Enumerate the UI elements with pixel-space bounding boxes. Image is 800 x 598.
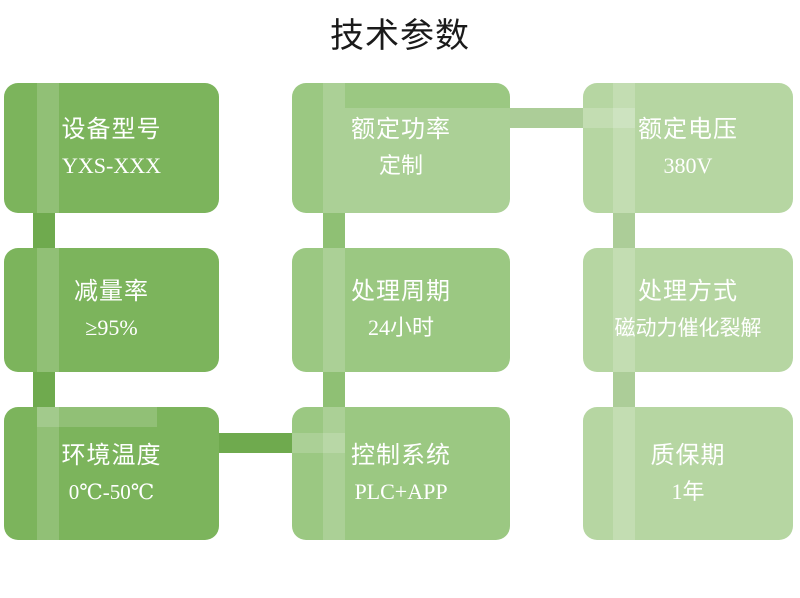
card-label: 质保期 [650, 442, 726, 469]
card-rated-power[interactable]: 额定功率 定制 [292, 83, 510, 213]
card-overlay-bar [323, 407, 345, 540]
card-label: 额定电压 [638, 117, 738, 143]
page-title: 技术参数 [330, 18, 470, 55]
card-overlay-panel [345, 108, 510, 213]
card-value: 定制 [378, 153, 423, 178]
card-overlay-bar [37, 248, 59, 372]
card-label: 环境温度 [61, 442, 162, 469]
card-value: YXS-XXX [62, 153, 161, 178]
card-overlay-panel [37, 407, 157, 427]
card-label: 设备型号 [61, 117, 162, 143]
card-overlay-bar [37, 407, 59, 540]
card-label: 减量率 [74, 279, 149, 305]
card-value: PLC+APP [354, 478, 448, 504]
card-control-system[interactable]: 控制系统 PLC+APP [292, 407, 510, 540]
card-overlay-bar [613, 248, 635, 372]
card-warranty-period[interactable]: 质保期 1年 [583, 407, 793, 540]
card-label: 处理周期 [351, 279, 451, 305]
card-overlay-bar [37, 83, 59, 213]
card-value: 0℃-50℃ [68, 479, 155, 504]
card-overlay-panel [583, 108, 635, 128]
card-value: ≥95% [85, 315, 138, 340]
connector-row3-col1-col2 [190, 433, 310, 453]
card-device-model[interactable]: 设备型号 YXS-XXX [4, 83, 219, 213]
card-label: 控制系统 [351, 442, 451, 469]
card-label: 额定功率 [351, 117, 451, 143]
card-ambient-temperature[interactable]: 环境温度 0℃-50℃ [4, 407, 219, 540]
card-value: 磁动力催化裂解 [614, 316, 762, 340]
card-treatment-method[interactable]: 处理方式 磁动力催化裂解 [583, 248, 793, 372]
card-overlay-bar [613, 83, 635, 213]
card-rated-voltage[interactable]: 额定电压 380V [583, 83, 793, 213]
card-overlay-bar [613, 407, 635, 540]
connector-row1-col2-col3 [495, 108, 600, 128]
card-value: 1年 [671, 478, 705, 504]
card-label: 处理方式 [638, 279, 738, 305]
card-overlay-bar [323, 83, 345, 213]
card-reduction-rate[interactable]: 减量率 ≥95% [4, 248, 219, 372]
card-value: 380V [663, 153, 713, 178]
card-overlay-panel [292, 433, 345, 453]
card-treatment-cycle[interactable]: 处理周期 24小时 [292, 248, 510, 372]
card-overlay-bar [323, 248, 345, 372]
card-value: 24小时 [367, 315, 434, 340]
